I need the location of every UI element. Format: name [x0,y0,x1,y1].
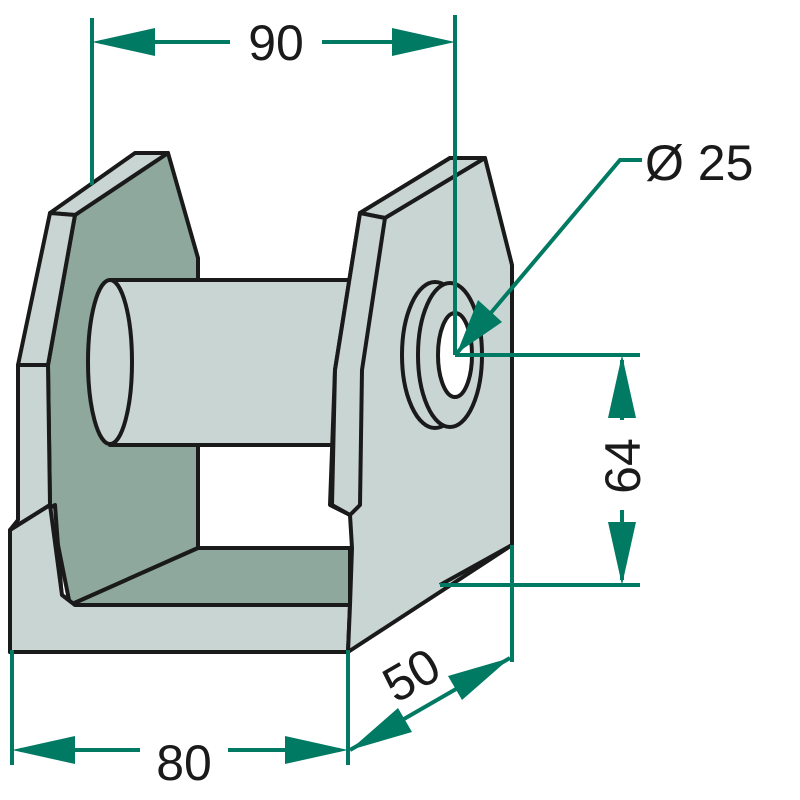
dimension-lines [10,15,642,765]
dim-80: 80 [156,735,212,791]
arrow-left-icon [92,28,155,56]
base-front-face [8,503,352,654]
dim-50: 50 [373,637,449,713]
dim-64: 64 [595,438,651,494]
dim-90: 90 [248,15,304,71]
arrow-right-icon [285,736,348,764]
arrow-diagonal-icon [350,708,412,750]
arrow-right-icon [392,28,455,56]
arrow-left-icon [12,736,75,764]
dim-diameter-25: Ø 25 [645,135,753,191]
shaft [108,278,352,447]
arrow-diagonal-icon [448,658,510,700]
leader-arrow-icon [457,300,502,353]
arrow-up-icon [608,355,636,418]
bracket-part [8,151,514,654]
arrow-down-icon [608,522,636,585]
shaft-end [86,278,134,446]
right-plate-edge [330,211,387,517]
